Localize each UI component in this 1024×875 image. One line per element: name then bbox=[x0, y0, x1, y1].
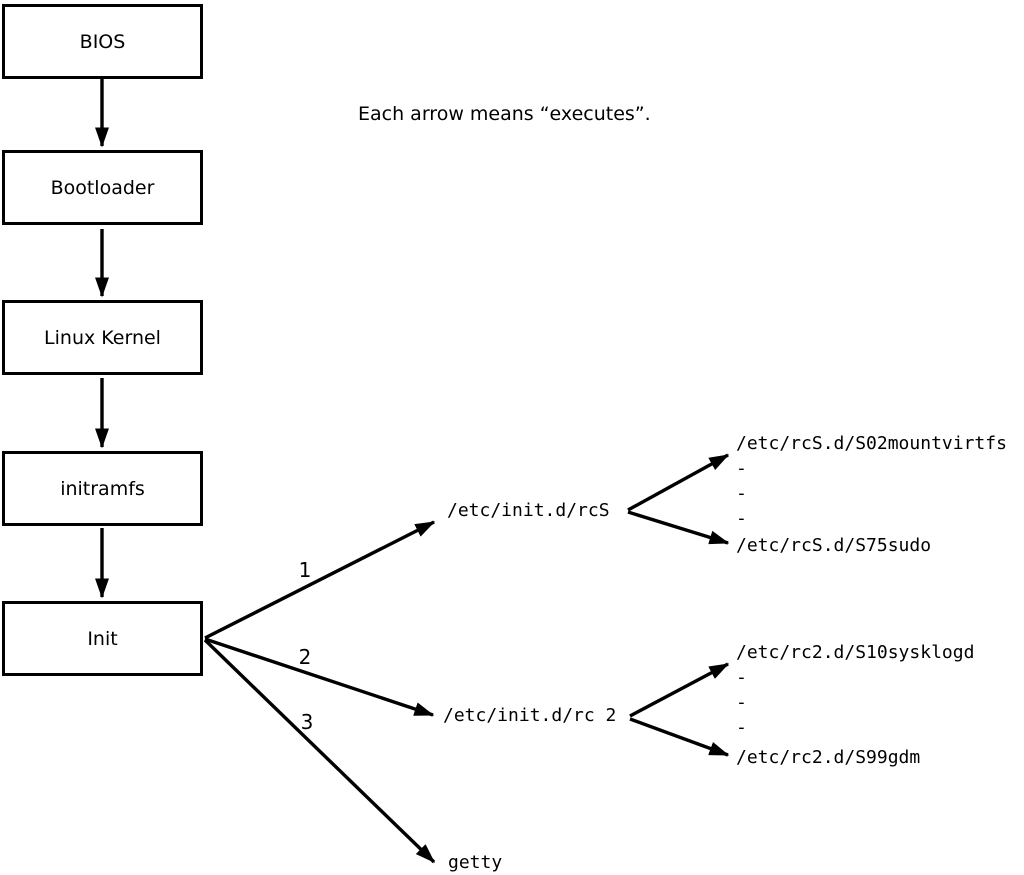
box-initramfs: initramfs bbox=[2, 451, 203, 526]
box-bios-label: BIOS bbox=[79, 30, 126, 53]
arrow-rc2-to-first-script bbox=[629, 662, 730, 718]
box-init: Init bbox=[2, 601, 203, 676]
box-bootloader: Bootloader bbox=[2, 150, 203, 225]
script-list-item: - bbox=[736, 483, 747, 504]
script-list-item: /etc/rcS.d/S02mountvirtfs bbox=[736, 433, 1007, 454]
script-list-item: /etc/rcS.d/S75sudo bbox=[736, 535, 932, 556]
branch-number-1: 1 bbox=[298, 558, 312, 582]
legend-note: Each arrow means “executes”. bbox=[358, 103, 651, 125]
script-list-item: - bbox=[736, 717, 747, 738]
rcs-script-list: /etc/rcS.d/S02mountvirtfs - - - /etc/rcS… bbox=[736, 431, 1007, 558]
script-list-item: /etc/rc2.d/S99gdm bbox=[736, 747, 921, 768]
arrow-rc2-to-last-script bbox=[629, 717, 730, 757]
arrow-rcs-to-last-script bbox=[627, 510, 730, 545]
arrow-init-to-rc2 bbox=[204, 637, 435, 717]
branch-number-2: 2 bbox=[298, 645, 312, 669]
box-bios: BIOS bbox=[2, 4, 203, 79]
arrow-init-to-getty bbox=[203, 638, 436, 864]
target-rcs-label: /etc/init.d/rcS bbox=[447, 500, 610, 521]
script-list-item: - bbox=[736, 692, 747, 713]
target-getty-label: getty bbox=[448, 852, 503, 873]
box-initramfs-label: initramfs bbox=[60, 477, 145, 500]
arrow-rcs-to-first-script bbox=[627, 453, 730, 512]
branch-number-3: 3 bbox=[300, 710, 314, 734]
box-init-label: Init bbox=[87, 627, 118, 650]
script-list-item: - bbox=[736, 667, 747, 688]
arrow-init-to-rcs bbox=[204, 520, 436, 640]
rc2-script-list: /etc/rc2.d/S10sysklogd - - - /etc/rc2.d/… bbox=[736, 640, 974, 770]
target-rc2-label: /etc/init.d/rc 2 bbox=[443, 705, 617, 726]
script-list-item: - bbox=[736, 458, 747, 479]
box-linux-kernel: Linux Kernel bbox=[2, 300, 203, 375]
box-bootloader-label: Bootloader bbox=[50, 176, 155, 199]
script-list-item: - bbox=[736, 508, 747, 529]
box-linux-kernel-label: Linux Kernel bbox=[44, 326, 161, 349]
script-list-item: /etc/rc2.d/S10sysklogd bbox=[736, 642, 975, 663]
